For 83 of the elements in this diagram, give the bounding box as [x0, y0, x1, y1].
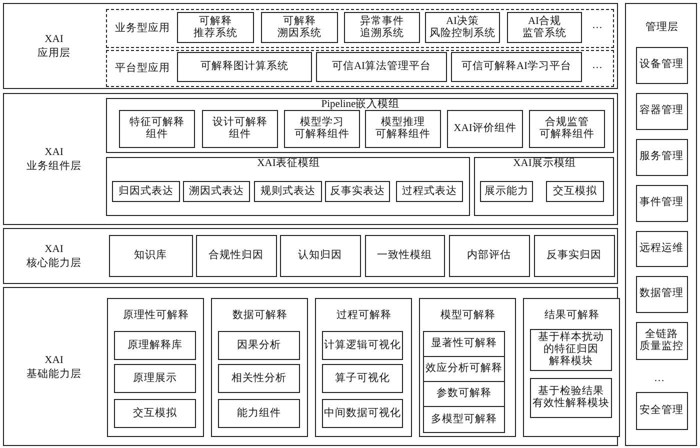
category-box: [418, 298, 516, 436]
component-box: 基于检验结果有效性解释模块: [530, 378, 612, 418]
category-box: [522, 298, 620, 436]
component-box: 设计可解释组件: [202, 110, 278, 148]
component-box: 规则式表达: [254, 181, 322, 202]
component-box: 交互模拟: [114, 399, 196, 428]
component-box: 反事实归因: [534, 234, 614, 276]
ellipsis-text: …: [592, 60, 602, 71]
category-box: [314, 298, 412, 436]
component-box: 可信可解释AI学习平台: [451, 52, 582, 82]
component-box: XAI评价组件: [447, 110, 523, 148]
module-box: [474, 156, 614, 216]
category-title: 结果可解释: [544, 308, 600, 322]
component-box: 数据管理: [636, 276, 688, 312]
component-box: 交互模拟: [546, 181, 604, 202]
category-title: 过程可解释: [336, 308, 392, 322]
component-box: 可信AI算法管理平台: [316, 52, 447, 82]
component-box: 知识库: [108, 234, 192, 276]
component-box: 模型学习可解释组件: [284, 110, 360, 148]
module-box: [106, 156, 470, 216]
category-title: 数据可解释: [232, 308, 288, 322]
component-box: 算子可视化: [322, 364, 403, 393]
layer-panel: [3, 228, 618, 284]
component-box: 中间数据可视化: [322, 399, 403, 428]
layer-label: XAI核心能力层: [26, 243, 82, 271]
component-box: 全链路质量监控: [636, 322, 688, 360]
component-box: 过程式表达: [396, 181, 463, 202]
component-box: 基于样本扰动的特征归因解释模块: [530, 329, 612, 371]
layer-label: XAI业务组件层: [26, 146, 82, 174]
component-box: 溯因式表达: [183, 181, 250, 202]
component-box: 原理解释库: [114, 331, 196, 360]
component-box: 显著性可解释: [423, 331, 505, 357]
component-box: AI决策风险控制系统: [425, 12, 500, 43]
component-box: 因果分析: [218, 331, 300, 360]
layer-label: XAI应用层: [36, 33, 72, 61]
component-box: 特征可解释组件: [119, 110, 195, 148]
category-box: [106, 298, 204, 436]
component-box: 计算逻辑可视化: [322, 331, 403, 360]
component-box: 可解释推荐系统: [177, 12, 254, 43]
category-title: 模型可解释: [440, 308, 496, 322]
component-box: 远程运维: [636, 230, 688, 266]
component-box: 效应分析可解释: [423, 356, 505, 382]
component-box: 相关性分析: [218, 364, 300, 393]
component-box: 内部评估: [448, 234, 530, 276]
component-box: 反事实表达: [325, 181, 390, 202]
group-box: [106, 50, 614, 86]
management-panel: [625, 3, 697, 446]
component-box: 展示能力: [480, 181, 533, 202]
layer-panel: [3, 287, 618, 446]
panel-title: 管理层: [644, 20, 680, 35]
component-box: 一致性模组: [364, 234, 444, 276]
component-box: 多模型可解释: [423, 406, 505, 433]
ellipsis-text: …: [592, 20, 602, 31]
layer-panel: [3, 93, 618, 225]
component-box: 异常事件追溯系统: [344, 12, 420, 43]
module-title: XAI表征模组: [256, 158, 321, 170]
group-label: 业务型应用: [114, 21, 171, 36]
component-box: 模型推理可解释组件: [365, 110, 441, 148]
component-box: 服务管理: [636, 138, 688, 176]
component-box: 合规监管可解释组件: [529, 110, 605, 148]
layer-label: XAI基础能力层: [26, 354, 82, 382]
module-title: Pipeline嵌入模组: [320, 98, 401, 110]
component-box: 容器管理: [636, 92, 688, 130]
group-label: 平台型应用: [114, 61, 171, 76]
module-title: XAI展示模组: [512, 158, 577, 170]
ellipsis-text: …: [654, 373, 664, 384]
component-box: 事件管理: [636, 184, 688, 222]
component-box: 安全管理: [636, 392, 688, 430]
category-box: [210, 298, 308, 436]
category-title: 原理性可解释: [122, 308, 190, 322]
component-box: AI合规监管系统: [507, 12, 582, 43]
component-box: 原理展示: [114, 364, 196, 393]
component-box: 参数可解释: [423, 381, 505, 407]
component-box: 合规性归因: [196, 234, 276, 276]
component-box: 归因式表达: [112, 181, 180, 202]
module-box: [106, 98, 614, 152]
component-box: 认知归因: [280, 234, 360, 276]
component-box: 可解释溯因系统: [261, 12, 338, 43]
layer-panel: [3, 3, 618, 89]
component-box: 可解释图计算系统: [177, 52, 312, 82]
component-box: 设备管理: [636, 46, 688, 84]
component-box: 能力组件: [218, 399, 300, 428]
group-box: [106, 8, 614, 48]
